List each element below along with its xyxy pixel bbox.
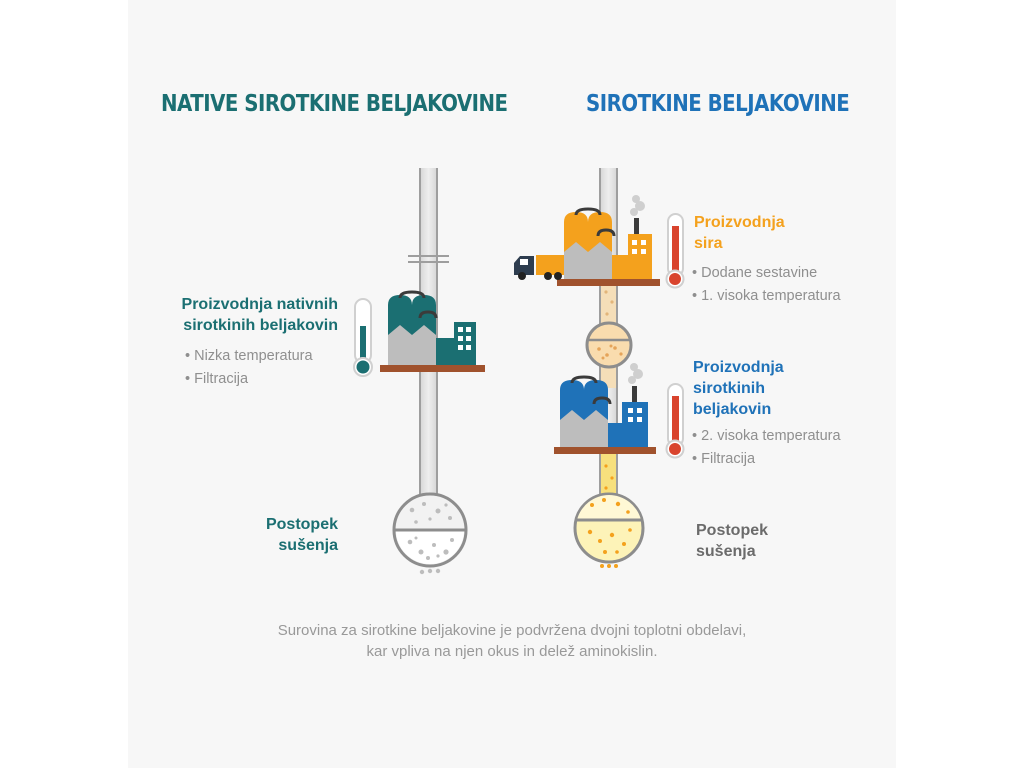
- right-cheese-bullets: Dodane sestavine 1. visoka temperatura: [692, 262, 840, 308]
- right-cheese-factory-icon: [557, 195, 660, 286]
- left-drying-heading: Postopek sušenja: [265, 516, 338, 554]
- caption: Surovina za sirotkine beljakovine je pod…: [277, 622, 747, 660]
- right-whey-factory-icon: [554, 363, 656, 454]
- right-whey-bullets: 2. visoka temperatura Filtracija: [692, 425, 840, 471]
- left-title: NATIVE SIROTKINE BELJAKOVINE: [161, 91, 508, 117]
- left-drying-flask-icon: [392, 492, 468, 575]
- left-factory-icon: [380, 290, 485, 372]
- right-cheese-thermometer-icon: [665, 213, 685, 289]
- right-whey-heading: Proizvodnja sirotkinih beljakovin: [693, 359, 784, 418]
- right-title: SIROTKINE BELJAKOVINE: [586, 91, 850, 117]
- left-production-heading: Proizvodnja nativnih sirotkinih beljakov…: [181, 296, 338, 334]
- right-drying-flask-icon: [573, 492, 645, 568]
- right-cheese-heading: Proizvodnja sira: [694, 214, 785, 252]
- left-production-bullets: Nizka temperatura Filtracija: [185, 345, 312, 391]
- left-thermometer-icon: [353, 298, 373, 377]
- right-whey-thermometer-icon: [665, 383, 685, 459]
- right-drying-heading: Postopek sušenja: [696, 522, 769, 560]
- right-mixing-flask-icon: [585, 321, 633, 369]
- delivery-truck-icon: [514, 255, 564, 280]
